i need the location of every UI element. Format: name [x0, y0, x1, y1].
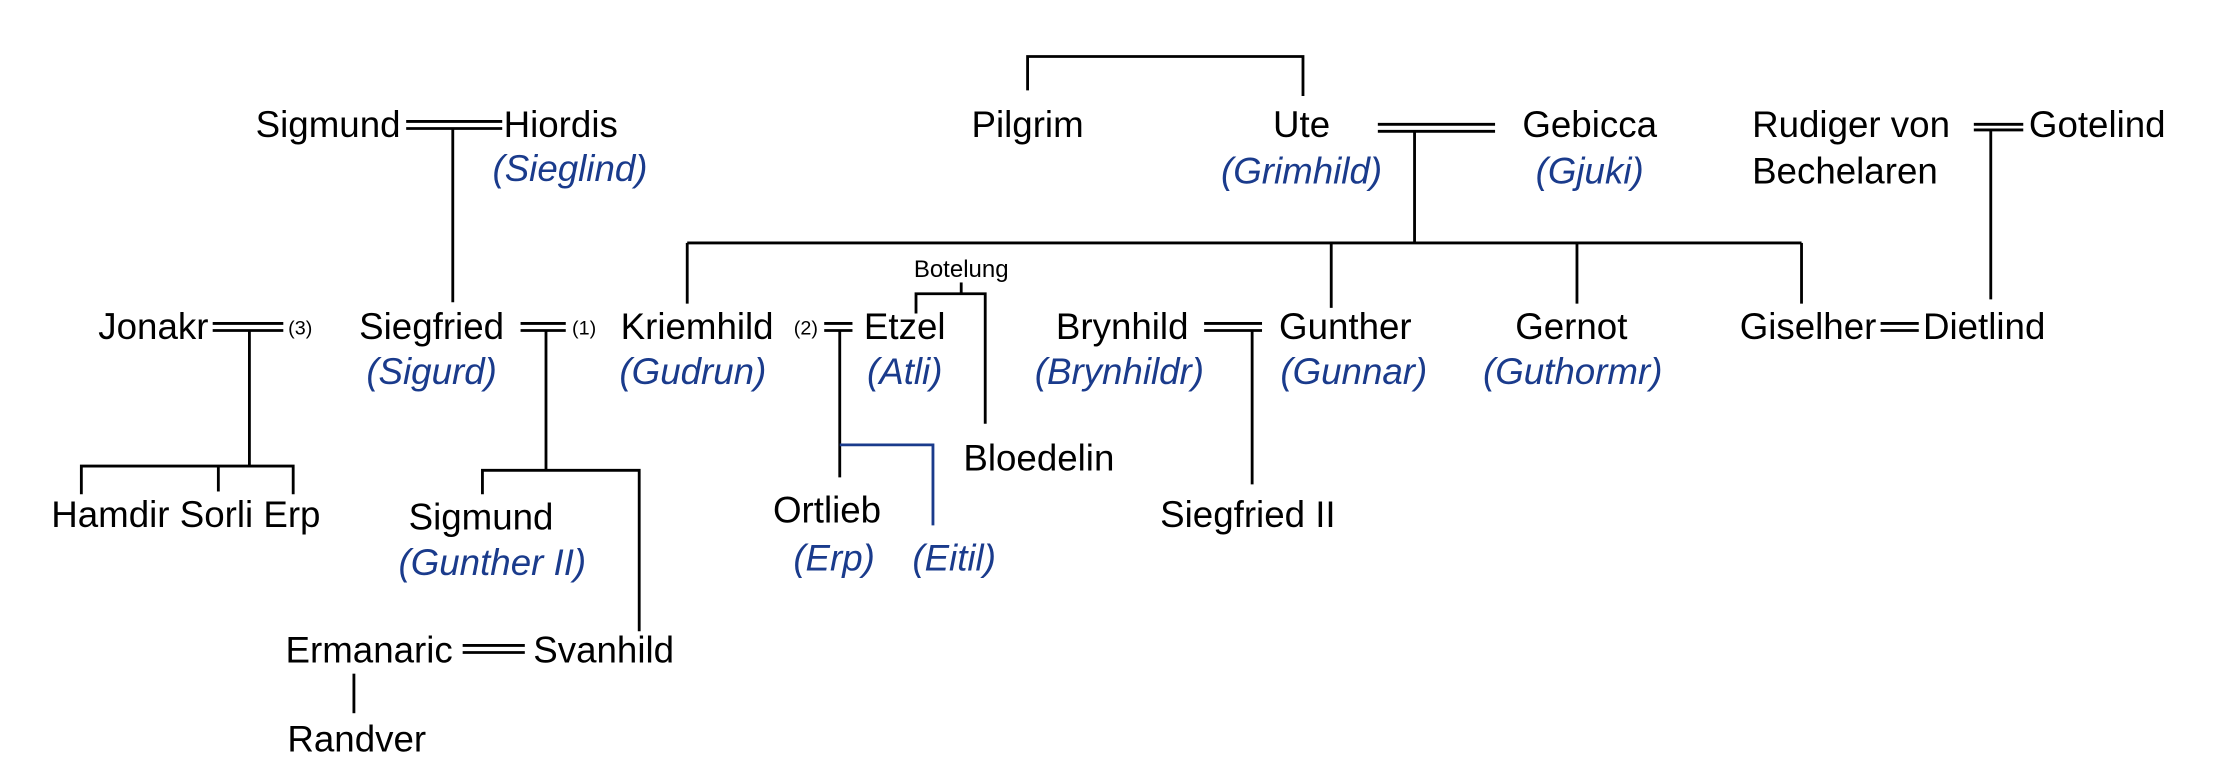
- person-siegfried: Siegfried: [359, 306, 504, 347]
- marriage-mark-2: (2): [794, 318, 818, 340]
- person-ute: Ute: [1273, 104, 1330, 145]
- person-hamdir-sorli-erp: Hamdir Sorli Erp: [51, 494, 320, 535]
- marriage-mark-1: (1): [572, 318, 596, 340]
- person-giselher: Giselher: [1740, 306, 1877, 347]
- botelung-children-bar: [914, 292, 987, 424]
- person-gunther-alt: (Gunnar): [1280, 351, 1427, 392]
- marriage-mark-3: (3): [288, 318, 312, 340]
- person-sigmund: Sigmund: [256, 104, 401, 145]
- person-sigmund-ii-alt: (Gunther II): [398, 542, 586, 583]
- person-ortlieb: Ortlieb: [773, 490, 881, 531]
- person-ortlieb-alt: (Erp): [793, 538, 875, 579]
- person-randver: Randver: [287, 718, 426, 759]
- descent-eitil: [839, 443, 935, 526]
- person-dietlind: Dietlind: [1923, 306, 2045, 347]
- person-brynhild-alt: (Brynhildr): [1035, 351, 1204, 392]
- person-etzel-alt: (Atli): [867, 351, 942, 392]
- pilgrim-ute-sibling-bracket: [1026, 55, 1305, 97]
- person-pilgrim: Pilgrim: [972, 104, 1084, 145]
- person-gotelind: Gotelind: [2029, 104, 2166, 145]
- person-rudiger-line2: Bechelaren: [1752, 151, 1938, 192]
- person-kriemhild: Kriemhild: [621, 306, 774, 347]
- person-labels: Pilgrim Ute (Grimhild) Gebicca (Gjuki) R…: [51, 104, 2165, 759]
- person-kriemhild-alt: (Gudrun): [619, 351, 766, 392]
- person-gebicca-alt: (Gjuki): [1536, 151, 1644, 192]
- person-botelung: Botelung: [914, 256, 1009, 283]
- person-ute-alt: (Grimhild): [1221, 151, 1382, 192]
- person-hiordis: Hiordis: [504, 104, 618, 145]
- person-svanhild: Svanhild: [533, 629, 674, 670]
- person-siegfried-alt: (Sigurd): [366, 351, 497, 392]
- jonakr-children-bar: [79, 464, 295, 495]
- person-jonakr: Jonakr: [98, 306, 208, 347]
- person-gunther: Gunther: [1279, 306, 1412, 347]
- person-ermanaric: Ermanaric: [286, 629, 453, 670]
- person-sigmund-ii: Sigmund: [409, 497, 554, 538]
- person-etzel: Etzel: [864, 306, 946, 347]
- person-hiordis-alt: (Sieglind): [492, 148, 647, 189]
- person-siegfried-ii: Siegfried II: [1160, 494, 1335, 535]
- person-eitil: (Eitil): [912, 538, 996, 579]
- person-bloedelin: Bloedelin: [963, 437, 1114, 478]
- siegfried-children-bar: [481, 468, 641, 632]
- person-gernot-alt: (Guthormr): [1483, 351, 1662, 392]
- person-brynhild: Brynhild: [1056, 306, 1189, 347]
- person-gebicca: Gebicca: [1522, 104, 1657, 145]
- person-rudiger: Rudiger von: [1752, 104, 1950, 145]
- person-gernot: Gernot: [1515, 306, 1627, 347]
- connectors: [79, 55, 2024, 714]
